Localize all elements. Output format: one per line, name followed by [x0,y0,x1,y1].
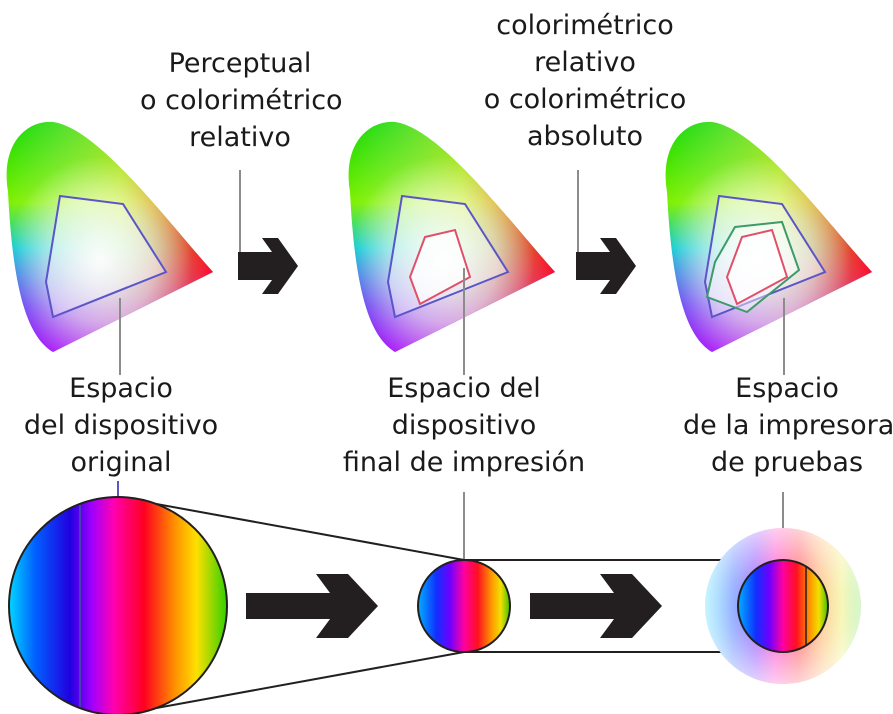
label-line: original [70,447,172,478]
label-line: absoluto [527,121,643,152]
arrow-right-icon [530,574,662,638]
label-line: Espacio del [387,373,541,404]
space-label-proof: Espacio de la impresora de pruebas [683,370,893,481]
label-line: relativo [189,122,291,153]
original-space-circle [8,496,228,714]
label-line: de pruebas [710,447,864,478]
label-line: dispositivo [391,410,537,441]
label-line: Perceptual [168,48,312,79]
gamut-diagram-2 [348,121,555,352]
print-gamut-outline [408,228,472,306]
label-line: del dispositivo [23,410,219,441]
label-line: de la impresora [683,410,893,441]
gamut-diagram-3 [665,121,872,352]
label-line: Espacio [69,373,173,404]
proof-printer-space-circle [705,528,861,684]
gamut-diagram-1 [6,121,213,352]
intent-label-perceptual: Perceptual o colorimétrico relativo [140,45,343,156]
label-line: relativo [534,47,636,78]
label-line: final de impresión [342,447,586,478]
device-gamut-outline [44,194,168,319]
arrow-right-icon [238,238,298,294]
label-line: Espacio [735,373,839,404]
space-label-final: Espacio del dispositivo final de impresi… [332,370,596,481]
intent-label-colorimetric: colorimétrico relativo o colorimétrico a… [470,7,700,155]
space-label-original: Espacio del dispositivo original [8,370,234,481]
arrow-right-icon [576,238,636,294]
final-print-space-circle [417,559,511,653]
label-line: o colorimétrico [140,85,343,116]
label-line: colorimétrico [496,10,674,41]
label-line: o colorimétrico [483,84,687,115]
arrow-right-icon [246,574,378,638]
